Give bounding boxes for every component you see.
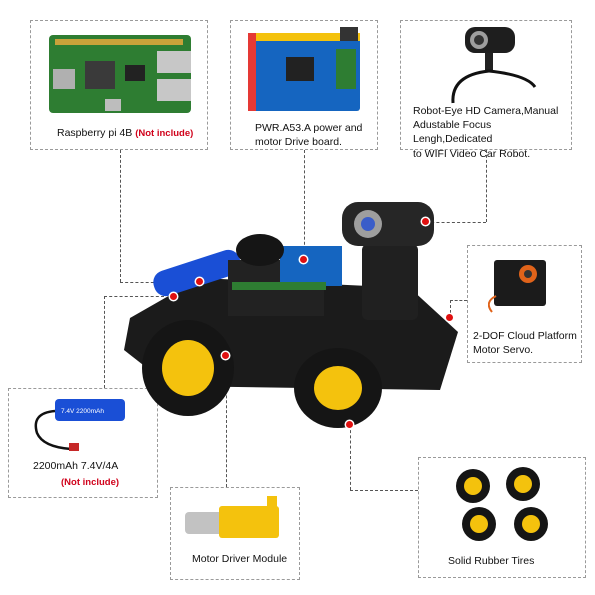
servo-caption: 2-DOF Cloud Platform Motor Servo. [473,329,577,357]
tires-caption: Solid Rubber Tires [448,555,535,567]
marker-servo [446,314,453,321]
camera-caption: Robot-Eye HD Camera,Manual Adustable Foc… [413,104,571,161]
marker-camera [422,218,429,225]
leader-battery [104,296,105,388]
camera-line1: Robot-Eye HD Camera,Manual [413,105,559,117]
tires-card: Solid Rubber Tires [418,457,586,578]
power-board-line2: motor Drive board. [255,136,342,149]
tire-1 [456,469,490,503]
leader-tires [350,425,351,490]
servo-line2: Motor Servo. [473,344,534,357]
wheel-rear-left [236,234,284,266]
leader-power-board [304,150,305,260]
servo-card: 2-DOF Cloud Platform Motor Servo. [467,245,582,363]
marker-motor [222,352,229,359]
webcam-image [451,27,537,104]
servo-line1: 2-DOF Cloud Platform [473,330,577,342]
battery-caption: 2200mAh 7.4V/4A (Not include) [33,459,137,490]
wheel-front-left [142,320,234,416]
camera-line2: Adustable Focus Lengh,Dedicated [413,119,493,146]
leader-tires-h [350,490,418,491]
raspberry-pi-caption: Raspberry pi 4B (Not include) [57,126,193,141]
battery-holder [153,249,241,297]
raspberry-pi-board-image [49,35,191,113]
marker-tires [346,421,353,428]
power-board-line1: PWR.A53.A power and [255,122,363,134]
power-board-card: PWR.A53.A power and motor Drive board. [230,20,378,150]
camera-line3: to WIFI Video Car Robot. [413,147,531,160]
marker-raspberry-pi [196,278,203,285]
motor-card: Motor Driver Module [170,487,300,580]
marker-power-board [300,256,307,263]
battery-pack-image: 7.4V 2200mAh [34,399,125,451]
power-board-on-car [280,246,342,286]
battery-pack-text: 7.4V 2200mAh [61,408,104,415]
leader-servo-v [450,300,451,318]
motor-image [185,496,279,538]
leader-battery-h [104,296,164,297]
raspberry-pi-note: (Not include) [135,128,194,139]
tire-3 [462,507,496,541]
robot-car-image [124,202,458,428]
leader-motor [226,356,227,487]
tire-4 [514,507,548,541]
battery-note: (Not include) [61,477,120,489]
camera-card: Robot-Eye HD Camera,Manual Adustable Foc… [400,20,572,160]
raspberry-pi-card: Raspberry pi 4B (Not include) [30,20,208,150]
leader-camera [486,150,487,222]
battery-card: 7.4V 2200mAh 2200mAh 7.4V/4A (Not includ… [8,388,158,498]
power-board-caption: PWR.A53.A power and motor Drive board. [255,121,362,149]
leader-servo [450,300,467,301]
leader-camera-h [426,222,486,223]
tire-2 [506,467,540,501]
tires-image [456,467,548,541]
wheel-front-right [294,348,382,428]
pan-tilt-bracket [362,244,418,320]
leader-raspberry-pi [120,150,121,282]
motor-caption: Motor Driver Module [192,553,288,565]
power-board-image [248,27,360,111]
marker-battery [170,293,177,300]
battery-label: 2200mAh 7.4V/4A [33,460,119,472]
raspberry-pi-label: Raspberry pi 4B [57,127,133,139]
servo-image [488,260,546,313]
